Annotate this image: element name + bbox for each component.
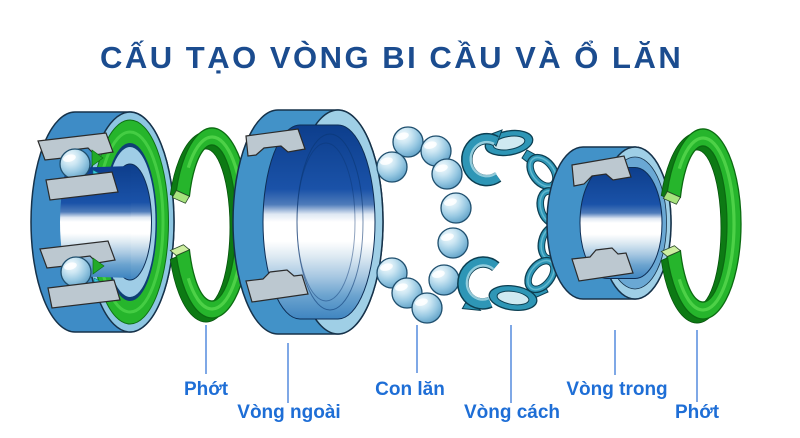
cage-graphic: [457, 126, 571, 314]
label-balls: Con lăn: [375, 379, 445, 400]
label-outer-ring: Vòng ngoài: [237, 402, 341, 423]
balls-graphic: [376, 126, 472, 324]
seal-rear-graphic: [659, 127, 743, 325]
leader-line-balls: [416, 325, 418, 373]
leader-line-seal-rear: [696, 330, 698, 402]
leader-line-seal-front: [205, 325, 207, 374]
assembled-bearing-graphic: [30, 111, 175, 333]
label-inner-ring: Vòng trong: [566, 379, 668, 400]
page-title: CẤU TẠO VÒNG BI CẦU VÀ Ổ LĂN: [100, 40, 684, 75]
leader-line-cage: [510, 325, 512, 403]
label-cage: Vòng cách: [463, 402, 561, 423]
inner-ring-graphic: [546, 146, 672, 300]
leader-line-inner-ring: [614, 330, 616, 375]
outer-ring-graphic: [232, 109, 384, 335]
leader-line-outer-ring: [287, 343, 289, 403]
label-seal-front: Phớt: [183, 379, 229, 400]
label-seal-rear: Phớt: [674, 402, 720, 423]
